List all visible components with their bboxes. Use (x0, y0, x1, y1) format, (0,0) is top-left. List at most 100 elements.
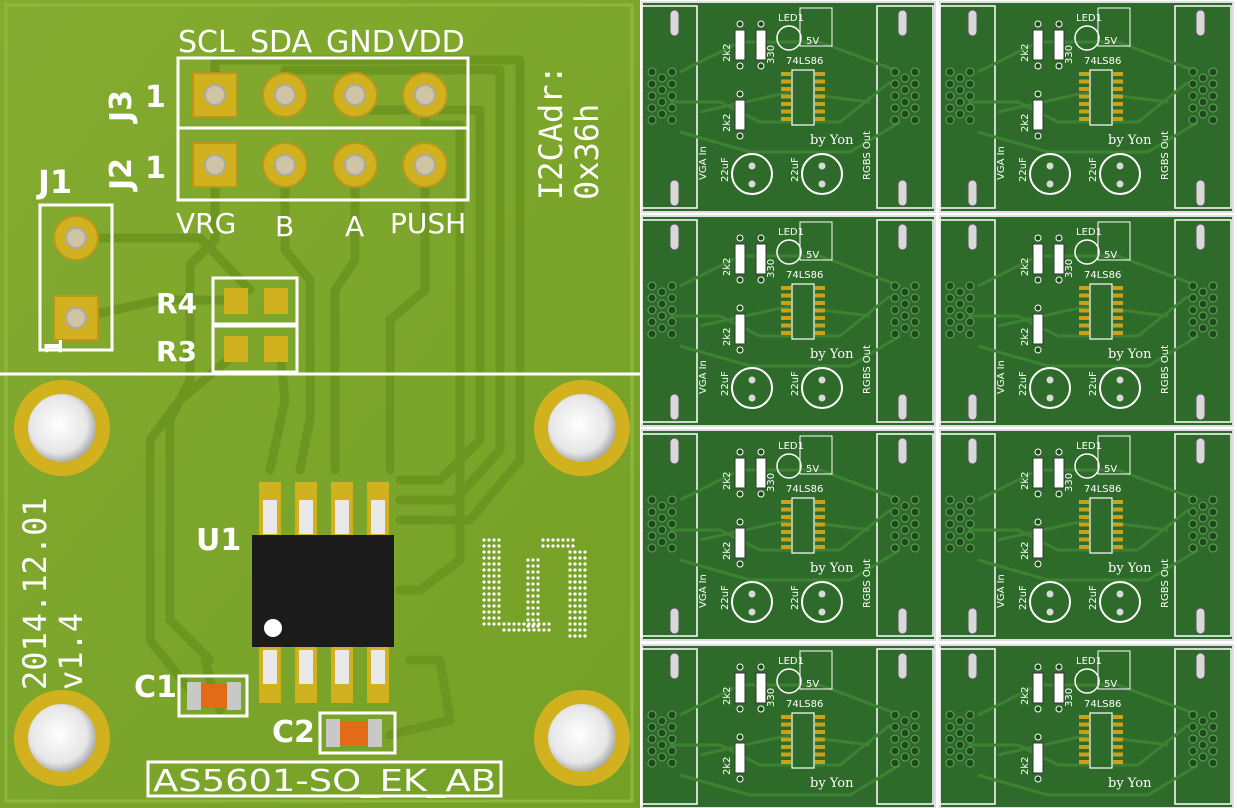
header-label-scl: SCL (178, 25, 235, 60)
resistor-label: 330 (1064, 45, 1075, 64)
resistor-label: 2k2 (1020, 43, 1031, 62)
r3-pad-a (224, 336, 248, 362)
resistor-label: 2k2 (1020, 113, 1031, 132)
cap-label: 22uF (720, 585, 731, 610)
board-name: AS5601-SO_EK_AB (153, 764, 496, 799)
voltage-label: 5V (806, 36, 819, 47)
j2-label: J2 (104, 158, 139, 192)
resistor-label: 2k2 (722, 113, 733, 132)
author-label: by Yon (810, 133, 854, 148)
cap-label: 22uF (790, 371, 801, 396)
rgbs-label: RGBS Out (862, 559, 873, 608)
resistor-label: 330 (766, 45, 777, 64)
resistor-label: 330 (1064, 259, 1075, 278)
resistor-label: 2k2 (722, 43, 733, 62)
author-label: by Yon (810, 347, 854, 362)
led-label: LED1 (778, 13, 804, 24)
c1-capacitor (201, 684, 227, 708)
cap-label: 22uF (720, 157, 731, 182)
author-label: by Yon (1108, 133, 1152, 148)
vga-label: VGA In (996, 360, 1007, 394)
j2-pin1-label: 1 (145, 151, 166, 186)
resistor-label: 2k2 (1020, 756, 1031, 775)
led-label: LED1 (1076, 13, 1102, 24)
j1-pin1-label: 1 (40, 338, 68, 355)
vga-label: VGA In (698, 574, 709, 608)
rgbs-label: RGBS Out (1160, 131, 1171, 180)
voltage-label: 5V (1104, 36, 1117, 47)
r3-label: R3 (156, 335, 197, 368)
vga-label: VGA In (996, 574, 1007, 608)
i2c-address-line2: 0x36h (568, 104, 606, 200)
r4-outline (211, 276, 299, 326)
cap-label: 22uF (1088, 371, 1099, 396)
resistor-label: 2k2 (1020, 541, 1031, 560)
cap-label: 22uF (790, 585, 801, 610)
resistor-label: 2k2 (1020, 686, 1031, 705)
mounting-holes (14, 380, 630, 786)
voltage-label: 5V (1104, 250, 1117, 261)
c1-label: C1 (134, 670, 177, 705)
resistor-label: 2k2 (722, 756, 733, 775)
rgbs-label: RGBS Out (862, 131, 873, 180)
u1-pins (259, 482, 389, 703)
resistor-label: 2k2 (722, 686, 733, 705)
vga-label: VGA In (698, 146, 709, 180)
ic-label: 74LS86 (786, 56, 823, 67)
resistor-label: 2k2 (1020, 327, 1031, 346)
voltage-label: 5V (806, 679, 819, 690)
j2-bottom-labels: VRG B A PUSH (176, 207, 466, 243)
header-label-gnd: GND (326, 25, 395, 60)
rgbs-label: RGBS Out (1160, 559, 1171, 608)
j1-pad-1 (53, 295, 99, 341)
cap-label: 22uF (720, 371, 731, 396)
r3-pad-b (264, 336, 288, 362)
j2-label-push: PUSH (390, 207, 466, 240)
author-label: by Yon (1108, 776, 1152, 791)
j3-label: J3 (104, 90, 139, 124)
j2-label-a: A (345, 210, 364, 243)
led-label: LED1 (778, 441, 804, 452)
c1-outline (177, 674, 249, 718)
j3-pads (192, 72, 448, 118)
ic-label: 74LS86 (786, 484, 823, 495)
voltage-label: 5V (1104, 464, 1117, 475)
j2-label-b: B (275, 210, 294, 243)
r4-label: R4 (156, 287, 197, 320)
author-label: by Yon (1108, 561, 1152, 576)
led-label: LED1 (1076, 227, 1102, 238)
resistor-label: 330 (766, 473, 777, 492)
cap-label: 22uF (1088, 585, 1099, 610)
board-name-frame (146, 760, 503, 798)
cap-label: 22uF (1018, 157, 1029, 182)
ic-label: 74LS86 (1084, 270, 1121, 281)
ic-label: 74LS86 (1084, 56, 1121, 67)
j1-label: J1 (36, 163, 72, 201)
cap-label: 22uF (790, 157, 801, 182)
vga-label: VGA In (996, 146, 1007, 180)
led-label: LED1 (1076, 441, 1102, 452)
header-labels: SCL SDA GND VDD (178, 25, 465, 60)
cap-label: 22uF (1018, 371, 1029, 396)
r4-pad-a (224, 288, 248, 314)
u1-pin1-dot (264, 619, 282, 637)
voltage-label: 5V (806, 464, 819, 475)
date-label: 2014.12.01 (16, 497, 54, 690)
voltage-label: 5V (1104, 679, 1117, 690)
header-label-sda: SDA (250, 25, 313, 60)
rgbs-label: RGBS Out (862, 345, 873, 394)
author-label: by Yon (1108, 347, 1152, 362)
j2-label-vrg: VRG (176, 207, 236, 240)
j3-pin1-label: 1 (145, 80, 166, 115)
cap-label: 22uF (1018, 585, 1029, 610)
r3-outline (211, 324, 299, 374)
author-label: by Yon (810, 561, 854, 576)
resistor-label: 330 (1064, 473, 1075, 492)
